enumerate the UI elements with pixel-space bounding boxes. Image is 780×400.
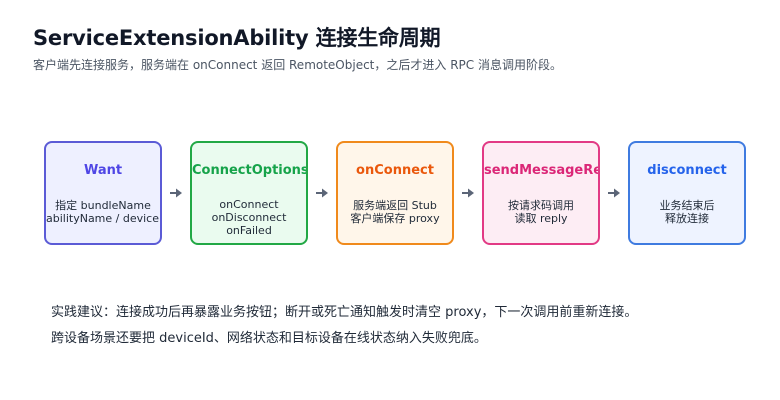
step-title-send-message-request: sendMessageRequest xyxy=(484,163,600,178)
note-cross-device: 跨设备场景还要把 deviceId、网络状态和目标设备在线状态纳入失败兜底。 xyxy=(51,331,487,346)
step-desc-line: abilityName / deviceId xyxy=(46,212,162,225)
step-desc-connect-options: onConnect onDisconnect onFailed xyxy=(192,198,306,237)
arrow-right-icon xyxy=(170,188,182,198)
step-card-on-connect: onConnect 服务端返回 Stub 客户端保存 proxy xyxy=(336,141,454,245)
step-desc-line: 服务端返回 Stub xyxy=(353,199,437,212)
page-title: ServiceExtensionAbility 连接生命周期 xyxy=(33,26,441,50)
step-title-connect-options: ConnectOptions xyxy=(192,163,308,178)
page-subtitle: 客户端先连接服务，服务端在 onConnect 返回 RemoteObject，… xyxy=(33,58,562,72)
step-desc-line: onConnect xyxy=(219,198,279,211)
step-desc-line: 指定 bundleName xyxy=(55,199,151,212)
step-title-want: Want xyxy=(83,163,123,178)
arrow-right-icon xyxy=(462,188,474,198)
step-desc-line: 释放连接 xyxy=(665,212,709,225)
step-card-want: Want 指定 bundleName abilityName / deviceI… xyxy=(44,141,162,245)
step-desc-want: 指定 bundleName abilityName / deviceId xyxy=(46,199,160,225)
step-desc-on-connect: 服务端返回 Stub 客户端保存 proxy xyxy=(338,199,452,225)
step-title-on-connect: onConnect xyxy=(356,163,434,178)
arrow-right-icon xyxy=(316,188,328,198)
step-card-send-message-request: sendMessageRequest 按请求码调用 读取 reply xyxy=(482,141,600,245)
notes: 实践建议：连接成功后再暴露业务按钮；断开或死亡通知触发时清空 proxy，下一次… xyxy=(51,304,637,356)
step-desc-line: 客户端保存 proxy xyxy=(350,212,440,225)
step-desc-line: 按请求码调用 xyxy=(508,199,574,212)
step-desc-line: onDisconnect xyxy=(211,211,287,224)
note-practice: 实践建议：连接成功后再暴露业务按钮；断开或死亡通知触发时清空 proxy，下一次… xyxy=(51,305,638,320)
step-title-disconnect: disconnect xyxy=(647,163,727,178)
step-desc-disconnect: 业务结束后 释放连接 xyxy=(630,199,744,225)
arrow-right-icon xyxy=(608,188,620,198)
step-card-connect-options: ConnectOptions onConnect onDisconnect on… xyxy=(190,141,308,245)
step-desc-line: 读取 reply xyxy=(514,212,568,225)
step-desc-send-message-request: 按请求码调用 读取 reply xyxy=(484,199,598,225)
step-desc-line: 业务结束后 xyxy=(659,199,715,212)
step-desc-line: onFailed xyxy=(226,224,272,237)
step-card-disconnect: disconnect 业务结束后 释放连接 xyxy=(628,141,746,245)
